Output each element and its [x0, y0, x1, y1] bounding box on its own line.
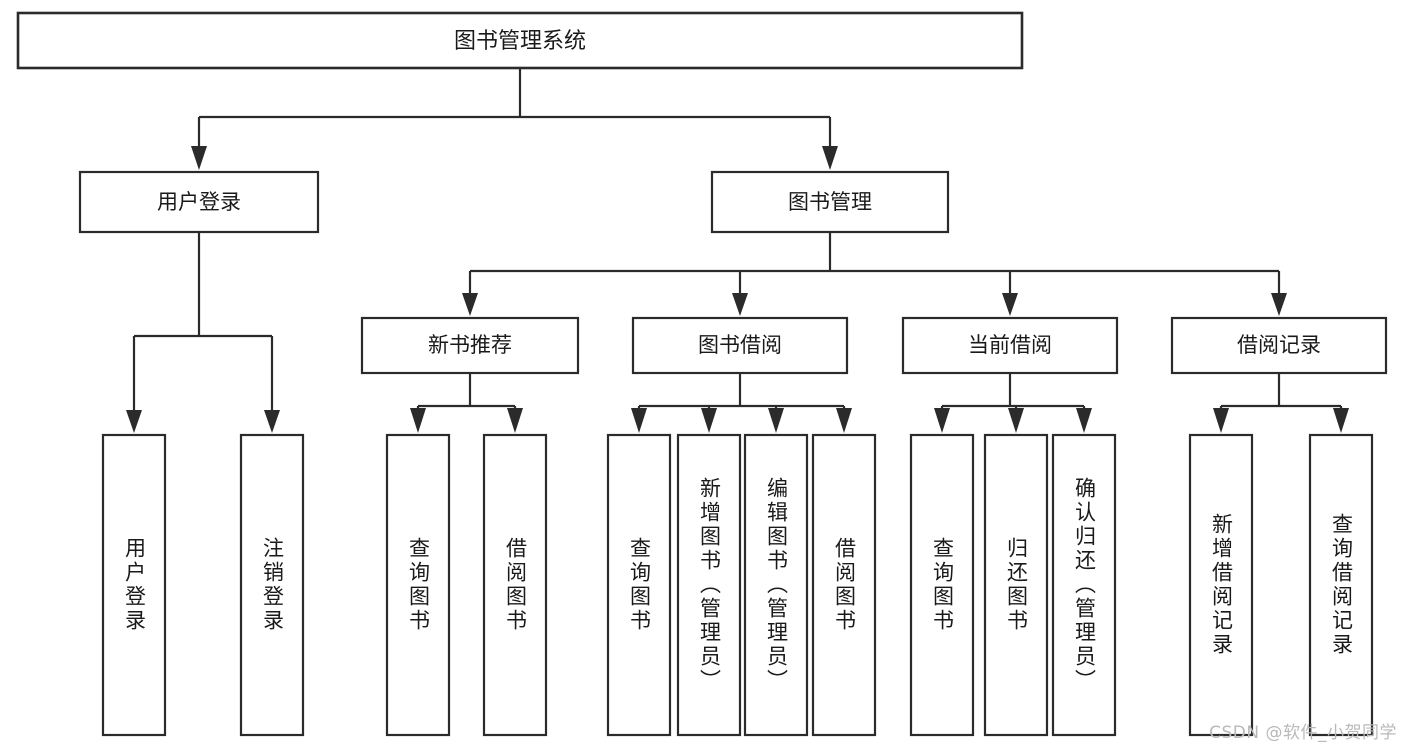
node-user-login[interactable]: 用户登录	[78, 170, 320, 234]
node-leaf-confirm-return-rect[interactable]	[1051, 433, 1117, 737]
node-user-login-rect[interactable]	[78, 170, 320, 234]
node-leaf-add-book-rect[interactable]	[676, 433, 742, 737]
node-leaf-query-book-2-rect[interactable]	[606, 433, 672, 737]
node-new-book-recommend-label: 新书推荐	[428, 333, 512, 357]
node-root[interactable]: 图书管理系统	[16, 11, 1024, 70]
node-leaf-edit-book-rect[interactable]	[743, 433, 809, 737]
node-leaf-add-record-rect[interactable]	[1188, 433, 1254, 737]
node-current-borrow[interactable]: 当前借阅	[901, 316, 1119, 375]
node-book-borrow-rect[interactable]	[631, 316, 849, 375]
node-root-label: 图书管理系统	[454, 29, 586, 54]
node-new-book-recommend-rect[interactable]	[360, 316, 580, 375]
node-book-manage-rect[interactable]	[710, 170, 950, 234]
node-book-borrow[interactable]: 图书借阅	[631, 316, 849, 375]
node-user-login-label: 用户登录	[157, 190, 241, 214]
csdn-watermark: CSDN @软件_小贺同学	[1209, 723, 1397, 743]
node-borrow-record-label: 借阅记录	[1237, 333, 1321, 357]
leaf-box-layer	[101, 433, 1374, 737]
arrow-head-user-login	[191, 146, 207, 170]
node-current-borrow-label: 当前借阅	[968, 333, 1052, 357]
node-root-rect[interactable]	[16, 11, 1024, 70]
arrow-head-leaf-query-book-3	[934, 408, 950, 433]
arrow-head-leaf-query-book-1	[410, 408, 426, 433]
node-book-borrow-label: 图书借阅	[698, 333, 782, 357]
node-leaf-logout-rect[interactable]	[239, 433, 305, 737]
arrow-head-leaf-logout	[264, 410, 280, 433]
arrow-head-leaf-add-book	[701, 408, 717, 433]
arrow-head-leaf-confirm-return	[1076, 408, 1092, 433]
node-leaf-user-login-rect[interactable]	[101, 433, 167, 737]
arrow-head-leaf-return-book	[1008, 408, 1024, 433]
node-new-book-recommend[interactable]: 新书推荐	[360, 316, 580, 375]
node-leaf-borrow-book-2-rect[interactable]	[811, 433, 877, 737]
connector-layer	[126, 68, 1349, 433]
arrow-head-new-book-recommend	[462, 293, 478, 316]
node-leaf-return-book-rect[interactable]	[983, 433, 1049, 737]
arrow-head-leaf-edit-book	[768, 408, 784, 433]
arrow-head-leaf-query-book-2	[631, 408, 647, 433]
node-leaf-query-book-3-rect[interactable]	[909, 433, 975, 737]
node-book-manage[interactable]: 图书管理	[710, 170, 950, 234]
arrow-head-leaf-borrow-book-2	[836, 408, 852, 433]
node-current-borrow-rect[interactable]	[901, 316, 1119, 375]
arrow-head-borrow-record	[1271, 293, 1287, 316]
arrow-head-leaf-query-record	[1333, 408, 1349, 433]
arrow-head-leaf-user-login	[126, 410, 142, 433]
node-book-manage-label: 图书管理	[788, 190, 872, 214]
node-leaf-borrow-book-1-rect[interactable]	[482, 433, 548, 737]
node-leaf-query-book-1-rect[interactable]	[385, 433, 451, 737]
arrow-head-current-borrow	[1002, 293, 1018, 316]
node-borrow-record[interactable]: 借阅记录	[1170, 316, 1388, 375]
arrow-head-book-manage	[822, 146, 838, 170]
node-borrow-record-rect[interactable]	[1170, 316, 1388, 375]
arrow-head-book-borrow	[732, 293, 748, 316]
node-leaf-query-record-rect[interactable]	[1308, 433, 1374, 737]
arrow-head-leaf-add-record	[1213, 408, 1229, 433]
arrow-head-leaf-borrow-book-1	[507, 408, 523, 433]
